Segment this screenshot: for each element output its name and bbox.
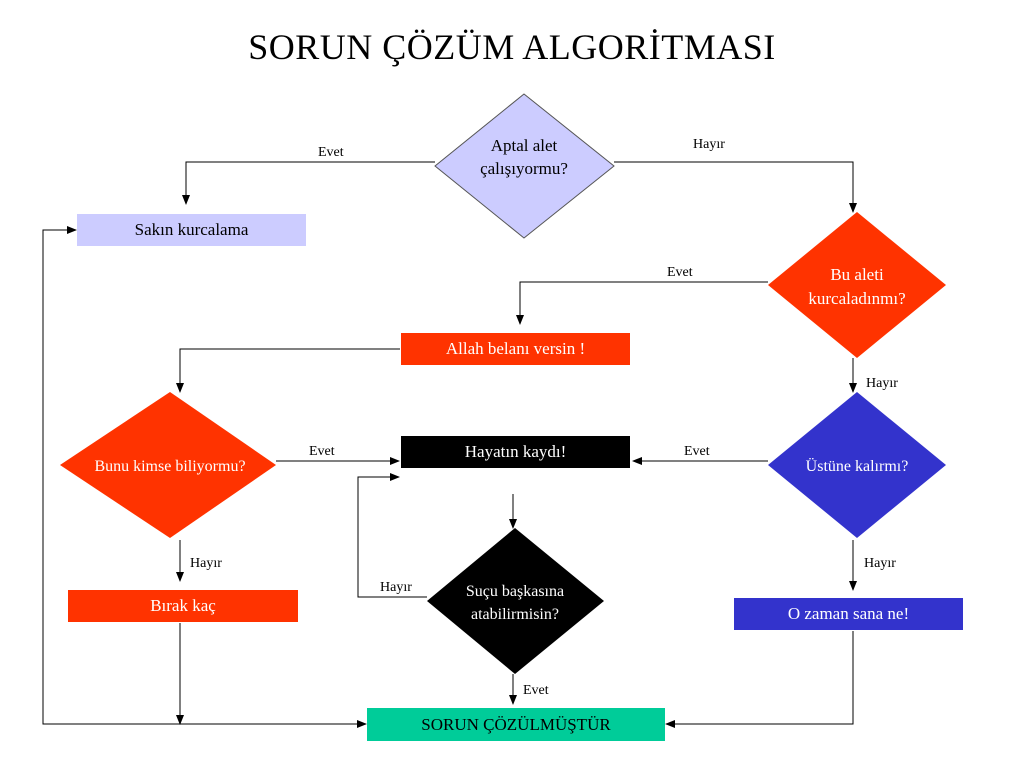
d2-text-2: kurcaladınmı? (808, 289, 905, 308)
label-d4-yes: Evet (684, 444, 710, 459)
edge-d1-yes (182, 161, 435, 205)
d2-text-1: Bu aleti (830, 265, 884, 284)
d3-text-1: Bunu kimse biliyormu? (94, 458, 245, 475)
edge-ozaman-sorun (665, 631, 854, 728)
decision-d1 (434, 93, 615, 239)
label-d4-no: Hayır (864, 556, 896, 571)
label-d2-no: Hayır (866, 376, 898, 391)
box-sakin-kurcalama: Sakın kurcalama (77, 214, 306, 246)
label-d3-no: Hayır (190, 556, 222, 571)
decision-d2 (768, 212, 946, 358)
d4-text-1: Üstüne kalırmı? (806, 457, 909, 475)
box-hayatin-kaydi: Hayatın kaydı! (401, 436, 630, 468)
d1-text-1: Aptal alet (491, 136, 558, 155)
label-d3-yes: Evet (309, 444, 335, 459)
box-allah-belani: Allah belanı versin ! (401, 333, 630, 365)
d5-text-2: atabilirmisin? (471, 606, 559, 623)
decision-d3 (60, 392, 276, 538)
box-o-zaman-sana-ne: O zaman sana ne! (734, 598, 963, 630)
decision-d4 (768, 392, 946, 538)
decision-d5 (427, 528, 604, 674)
label-d2-yes: Evet (667, 265, 693, 280)
edge-allah-d3 (176, 348, 400, 393)
label-d1-yes: Evet (318, 145, 344, 160)
edge-d2-yes (516, 281, 768, 325)
label-d1-no: Hayır (693, 137, 725, 152)
edge-d1-no (614, 161, 857, 213)
label-d5-no: Hayır (380, 580, 412, 595)
box-birak-kac: Bırak kaç (68, 590, 298, 622)
d5-text-1: Suçu başkasına (466, 583, 564, 600)
box-sorun-cozulmustur: SORUN ÇÖZÜLMÜŞTÜR (367, 708, 665, 741)
d1-text-2: çalışıyormu? (480, 159, 568, 178)
edge-d5-no (357, 473, 427, 598)
page-title: SORUN ÇÖZÜM ALGORİTMASI (248, 27, 776, 67)
label-d5-yes: Evet (523, 683, 549, 698)
